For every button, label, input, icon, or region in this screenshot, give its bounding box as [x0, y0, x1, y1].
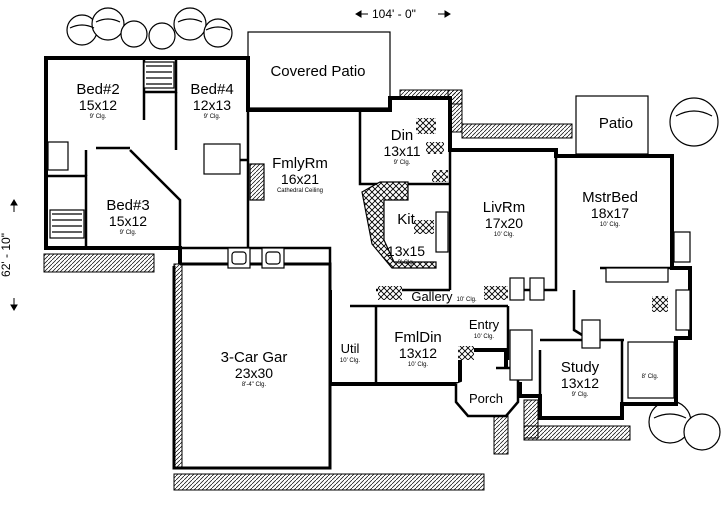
- room-dims: 17x20: [484, 214, 524, 231]
- room-name: Bed#2: [76, 81, 120, 98]
- room-ceiling: 10' Clg.: [339, 357, 361, 364]
- room-kit: Kit 13x15 9' Clg.: [387, 212, 425, 267]
- room-name: Entry: [468, 317, 500, 332]
- room-bed4: Bed#4 12x13 9' Clg.: [190, 82, 233, 121]
- room-name: Bed#4: [190, 81, 234, 98]
- room-fmlyrm: FmlyRm 16x21 Cathedral Ceiling: [272, 156, 328, 195]
- room-name: 3-Car Gar: [220, 349, 288, 366]
- room-ceiling: 10' Clg.: [473, 333, 495, 340]
- room-dims: 23x30: [234, 364, 274, 381]
- fixtures: [47, 61, 691, 399]
- room-dims: 18x17: [590, 204, 630, 221]
- room-name: Gallery: [411, 289, 453, 304]
- room-dims: 13x11: [383, 142, 421, 159]
- room-name: Patio: [598, 115, 634, 132]
- room-ceiling: 9' Clg.: [203, 114, 221, 121]
- room-din: Din 13x11 9' Clg.: [383, 128, 420, 167]
- room-name: FmlDin: [394, 329, 442, 346]
- room-study: Study 13x12 9' Clg.: [561, 360, 599, 399]
- overall-width-label: 104' - 0": [372, 7, 416, 21]
- room-dims: 13x12: [560, 374, 600, 391]
- room-fmldin: FmlDin 13x12 10' Clg.: [394, 330, 442, 369]
- width-dimension-arrows: [355, 10, 451, 18]
- room-ceiling: 9' Clg.: [119, 230, 137, 237]
- room-porch: Porch: [469, 392, 503, 406]
- room-patio: Patio: [599, 116, 633, 132]
- room-dims: 15x12: [108, 212, 148, 229]
- room-name: Bed#3: [106, 197, 150, 214]
- room-livrm: LivRm 17x20 10' Clg.: [483, 200, 526, 239]
- room-bed3: Bed#3 15x12 9' Clg.: [106, 198, 149, 237]
- room-ceiling: 8'-4" Clg.: [241, 382, 267, 389]
- room-name: Study: [560, 359, 600, 376]
- room-ceiling: 10' Clg.: [407, 362, 429, 369]
- room-ceiling: 9' Clg.: [397, 260, 415, 267]
- room-ceiling: 10' Clg.: [599, 222, 621, 229]
- overall-depth-label: 62' - 10": [0, 233, 13, 277]
- room-ceiling: 9' Clg.: [393, 160, 411, 167]
- room-dims: 15x12: [78, 96, 118, 113]
- room-dims: 12x13: [192, 96, 232, 113]
- room-bath: 8' Clg.: [642, 372, 659, 380]
- room-garage: 3-Car Gar 23x30 8'-4" Clg.: [221, 350, 288, 389]
- interior-walls: [46, 58, 672, 414]
- room-dims: 16x21: [280, 170, 320, 187]
- room-ceiling: 10' Clg.: [493, 232, 515, 239]
- room-util: Util 10' Clg.: [340, 342, 360, 364]
- room-ceiling: 10' Clg.: [456, 297, 477, 303]
- room-bed2: Bed#2 15x12 9' Clg.: [76, 82, 119, 121]
- room-name: Din: [390, 127, 414, 144]
- room-dims: 13x15: [386, 242, 426, 259]
- room-ceiling: 9' Clg.: [571, 392, 589, 399]
- planters: [43, 89, 631, 491]
- room-name: LivRm: [482, 199, 526, 216]
- room-name: Porch: [469, 391, 503, 406]
- room-covered-patio: Covered Patio: [270, 64, 365, 80]
- tile-floor: [378, 118, 668, 360]
- room-name: Covered Patio: [270, 63, 366, 80]
- room-entry: Entry 10' Clg.: [469, 318, 499, 340]
- depth-dimension-arrows: [10, 199, 18, 311]
- room-name: Util: [340, 341, 360, 356]
- patio-slabs: [247, 31, 649, 155]
- room-name: Kit: [397, 211, 415, 228]
- room-ceiling: 9' Clg.: [89, 114, 107, 121]
- shrubs-top-left: [66, 7, 233, 50]
- room-ceiling: 8' Clg.: [641, 374, 659, 380]
- room-name: FmlyRm: [272, 155, 328, 172]
- room-name: MstrBed: [582, 189, 638, 206]
- room-ceiling: Cathedral Ceiling: [276, 188, 324, 195]
- room-dims: 13x12: [398, 344, 438, 361]
- room-mstrbed: MstrBed 18x17 10' Clg.: [582, 190, 638, 229]
- shrubs-right: [648, 97, 721, 451]
- room-gallery: Gallery 10' Clg.: [411, 290, 476, 304]
